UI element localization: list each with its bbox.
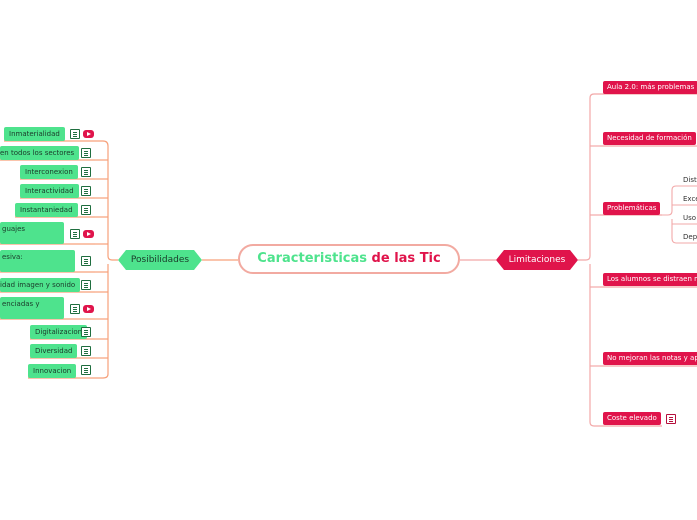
central-title-part1: Caracteristicas [257, 251, 368, 266]
video-icon[interactable] [83, 130, 94, 138]
topic-diversidad[interactable]: Diversidad [30, 344, 78, 358]
topic-sectores[interactable]: en todos los sectores [0, 146, 80, 160]
subtopic-dep[interactable]: Dep [683, 233, 697, 241]
topic-interactividad[interactable]: Interactividad [20, 184, 79, 198]
topic-instantaniedad[interactable]: Instantaniedad [15, 203, 78, 217]
central-topic[interactable]: Caracteristicas de las Tic [238, 244, 460, 274]
notes-icon[interactable] [81, 346, 91, 356]
topic-imagen-sonido[interactable]: idad imagen y sonido [0, 278, 81, 292]
notes-icon[interactable] [81, 280, 91, 290]
topic-alumnos-distraen[interactable]: Los alumnos se distraen m [603, 273, 697, 286]
notes-icon[interactable] [81, 256, 91, 266]
central-title-part2: de las Tic [371, 251, 441, 266]
topic-innovacion[interactable]: Innovacion [28, 364, 77, 378]
topic-diferenciadas[interactable]: enciadas y [0, 297, 64, 319]
topic-aula-2[interactable]: Aula 2.0: más problemas [603, 81, 697, 94]
branch-limitaciones[interactable]: Limitaciones [496, 250, 578, 270]
topic-digitalizacion[interactable]: Digitalizacion [30, 325, 88, 339]
subtopic-distr[interactable]: Distr [683, 176, 697, 184]
video-icon[interactable] [83, 230, 94, 238]
notes-icon[interactable] [81, 205, 91, 215]
topic-necesidad-formacion[interactable]: Necesidad de formación [603, 132, 696, 145]
notes-icon[interactable] [666, 414, 676, 424]
notes-icon[interactable] [81, 167, 91, 177]
branch-posibilidades[interactable]: Posibilidades [118, 250, 202, 270]
topic-no-mejoran-notas[interactable]: No mejoran las notas y ap [603, 352, 697, 365]
notes-icon[interactable] [81, 327, 91, 337]
notes-icon[interactable] [70, 304, 80, 314]
subtopic-uso[interactable]: Uso [683, 214, 697, 222]
topic-problematicas[interactable]: Problemáticas [603, 202, 661, 215]
notes-icon[interactable] [81, 365, 91, 375]
topic-coste-elevado[interactable]: Coste elevado [603, 412, 661, 425]
subtopic-exce[interactable]: Exce [683, 195, 697, 203]
topic-lenguajes[interactable]: guajes [0, 222, 64, 244]
video-icon[interactable] [83, 305, 94, 313]
notes-icon[interactable] [70, 229, 80, 239]
notes-icon[interactable] [81, 148, 91, 158]
notes-icon[interactable] [70, 129, 80, 139]
topic-inmaterialidad[interactable]: Inmaterialidad [4, 127, 65, 141]
topic-interconexion[interactable]: Interconexion [20, 165, 78, 179]
notes-icon[interactable] [81, 186, 91, 196]
topic-expresiva[interactable]: esiva: [0, 250, 75, 272]
